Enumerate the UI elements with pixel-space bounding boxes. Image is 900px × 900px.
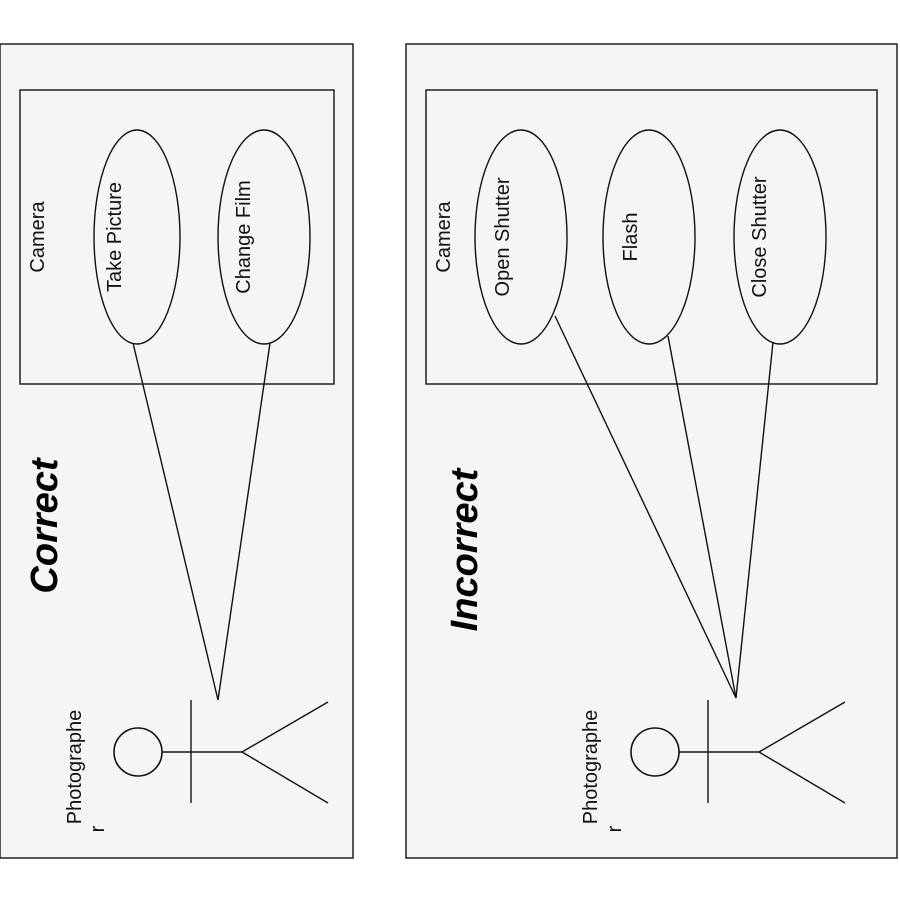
actor-label: Photographe	[64, 710, 86, 825]
association-line	[554, 315, 737, 699]
use-case-take-picture	[93, 129, 181, 345]
use-case-label: Change Film	[233, 180, 255, 293]
use-case-close-shutter	[733, 129, 827, 345]
panel-heading: Incorrect	[444, 467, 486, 631]
association-line	[735, 341, 774, 699]
use-case-label: Close Shutter	[749, 176, 771, 298]
actor-label: Photographe	[580, 710, 602, 825]
correct-panel: Camera Take Picture Change Film Correct …	[0, 43, 354, 859]
association-line	[217, 342, 271, 701]
use-case-label: Take Picture	[104, 182, 126, 292]
use-case-flash	[602, 129, 696, 345]
system-label: Camera	[433, 201, 455, 273]
photographer-actor-icon	[113, 700, 329, 804]
use-case-open-shutter	[474, 129, 568, 345]
photographer-actor-icon	[630, 700, 846, 804]
incorrect-panel: Camera Open Shutter Flash Close Shutter …	[405, 43, 898, 859]
actor-label-continued: r	[87, 825, 109, 832]
use-case-label: Flash	[620, 213, 642, 262]
actor-label-continued: r	[604, 825, 626, 832]
association-line	[132, 342, 219, 701]
association-line	[667, 335, 737, 699]
panel-heading: Correct	[24, 457, 66, 593]
use-case-label: Open Shutter	[492, 177, 514, 296]
system-label: Camera	[27, 201, 49, 273]
use-case-change-film	[217, 129, 311, 345]
